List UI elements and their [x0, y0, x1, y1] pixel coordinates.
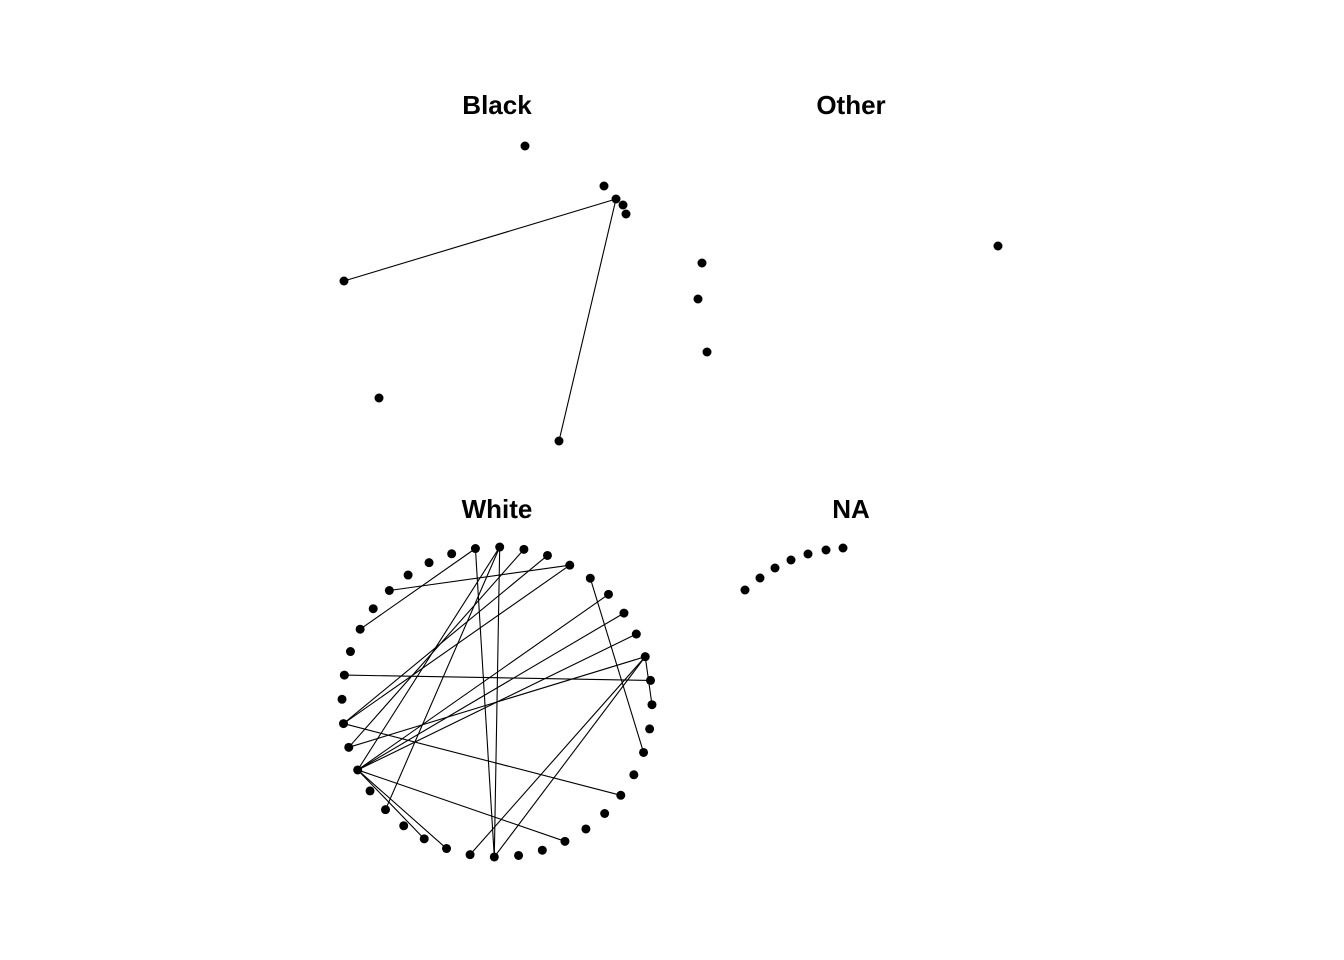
- white-edge: [389, 564, 570, 592]
- white-node: [565, 560, 575, 570]
- white-node: [337, 694, 347, 704]
- black-node: [520, 141, 530, 151]
- na-node: [786, 555, 796, 565]
- white-edge: [357, 769, 425, 840]
- white-edge: [357, 612, 625, 771]
- white-edge: [343, 723, 621, 796]
- white-node: [514, 850, 524, 860]
- white-edge: [343, 555, 548, 724]
- white-edge: [348, 656, 646, 748]
- black-node: [702, 347, 712, 357]
- na-node: [838, 543, 848, 553]
- white-node: [447, 549, 457, 559]
- white-node: [600, 808, 610, 818]
- white-node: [639, 747, 649, 757]
- white-node: [585, 573, 595, 583]
- white-edge: [343, 564, 571, 725]
- white-node: [489, 852, 499, 862]
- white-node: [419, 834, 429, 844]
- panel-na: NA: [740, 494, 870, 595]
- white-node: [345, 647, 355, 657]
- white-node: [403, 570, 413, 580]
- white-node: [619, 608, 629, 618]
- panel-black-edges: [343, 198, 617, 442]
- panel-na-nodes: [740, 543, 848, 595]
- na-node: [770, 563, 780, 573]
- white-node: [365, 786, 375, 796]
- black-node: [374, 393, 384, 403]
- black-node: [611, 194, 621, 204]
- white-node: [631, 629, 641, 639]
- white-edge: [348, 548, 525, 748]
- white-edge: [344, 674, 651, 681]
- black-node: [599, 181, 609, 191]
- white-node: [645, 675, 655, 685]
- white-edge: [357, 769, 447, 849]
- na-node: [803, 549, 813, 559]
- panel-title-other: Other: [816, 90, 885, 120]
- white-edge: [493, 656, 646, 858]
- black-node: [554, 436, 564, 446]
- white-node: [344, 742, 354, 752]
- white-node: [519, 544, 529, 554]
- white-edge: [357, 593, 609, 771]
- white-node: [355, 624, 365, 634]
- white-node: [542, 550, 552, 560]
- black-node: [618, 200, 628, 210]
- white-node: [465, 850, 475, 860]
- na-node: [740, 585, 750, 595]
- black-edge: [343, 198, 617, 282]
- white-node: [384, 586, 394, 596]
- white-node: [368, 604, 378, 614]
- white-node: [339, 670, 349, 680]
- black-node: [621, 209, 631, 219]
- panel-white-nodes: [337, 542, 657, 862]
- panel-black: Black: [339, 90, 712, 446]
- white-node: [399, 821, 409, 831]
- white-node: [616, 790, 626, 800]
- panel-title-white: White: [462, 494, 533, 524]
- other-node: [993, 241, 1003, 251]
- black-node: [339, 276, 349, 286]
- white-node: [647, 700, 657, 710]
- white-edge: [469, 656, 646, 856]
- white-edge: [359, 548, 476, 630]
- white-node: [603, 589, 613, 599]
- panel-white-edges: [343, 546, 653, 858]
- white-node: [629, 770, 639, 780]
- white-node: [495, 542, 505, 552]
- white-node: [424, 558, 434, 568]
- white-node: [381, 805, 391, 815]
- panel-title-black: Black: [462, 90, 532, 120]
- white-node: [470, 544, 480, 554]
- black-edge: [558, 198, 617, 442]
- white-edge: [384, 546, 501, 810]
- white-node: [640, 652, 650, 662]
- na-node: [821, 545, 831, 555]
- white-node: [581, 824, 591, 834]
- white-node: [339, 719, 349, 729]
- panel-white: White: [337, 494, 657, 862]
- na-node: [755, 573, 765, 583]
- white-node: [537, 845, 547, 855]
- panel-other: Other: [816, 90, 1003, 251]
- white-edge: [357, 769, 566, 842]
- white-node: [645, 724, 655, 734]
- white-node: [442, 844, 452, 854]
- black-node: [693, 294, 703, 304]
- white-node: [560, 836, 570, 846]
- panel-title-na: NA: [832, 494, 870, 524]
- white-node: [353, 765, 363, 775]
- panel-other-nodes: [993, 241, 1003, 251]
- panel-black-nodes: [339, 141, 712, 446]
- black-node: [697, 258, 707, 268]
